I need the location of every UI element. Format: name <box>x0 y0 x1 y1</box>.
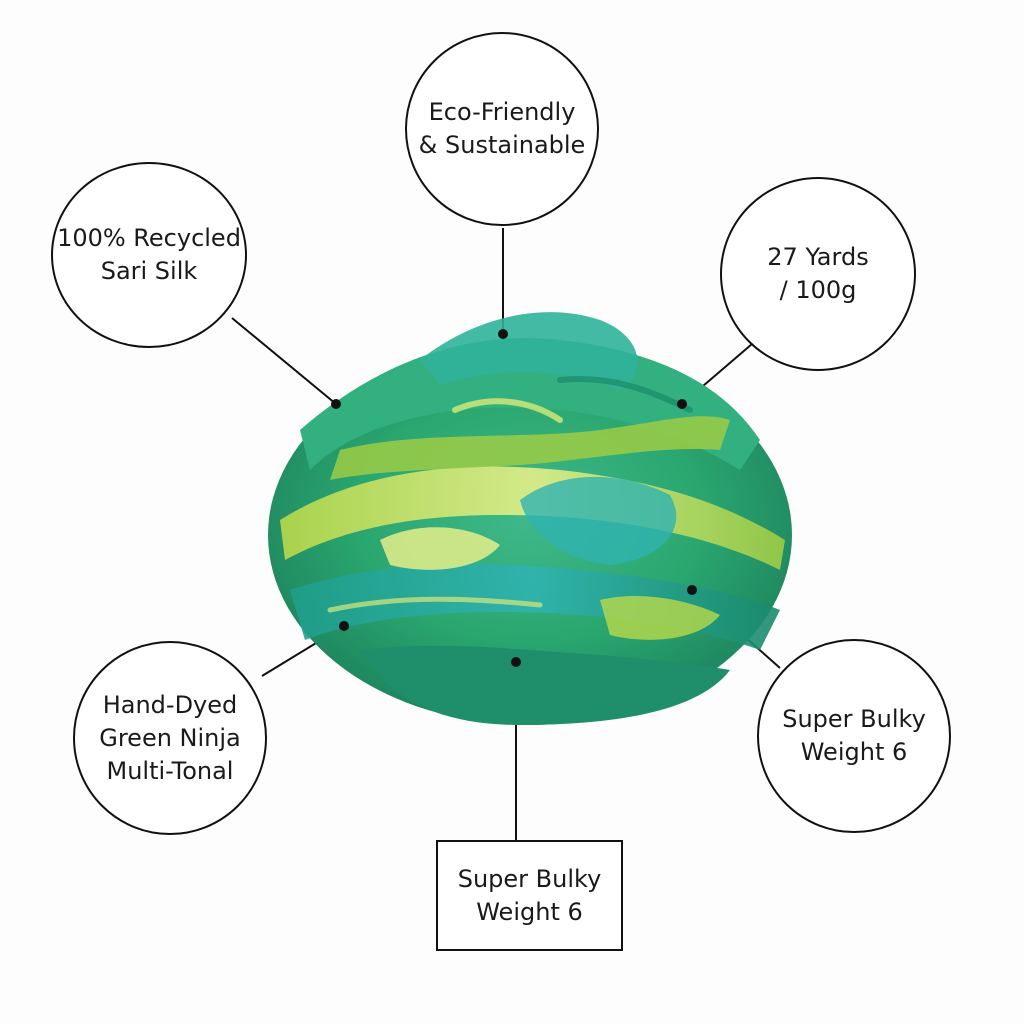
yarn-skein-icon <box>268 312 792 725</box>
callout-weight-circle: Super Bulky Weight 6 <box>757 639 951 833</box>
connector-dot-yards <box>677 399 687 409</box>
callout-recycled: 100% Recycled Sari Silk <box>51 162 247 348</box>
connector-dot-eco <box>498 329 508 339</box>
connector-dot-weight-box <box>511 657 521 667</box>
callout-weight-circle-text: Super Bulky Weight 6 <box>782 705 926 766</box>
callout-eco-text: Eco-Friendly & Sustainable <box>418 98 586 159</box>
callout-weight-box: Super Bulky Weight 6 <box>436 840 623 951</box>
callout-yards-text: 27 Yards / 100g <box>767 243 869 304</box>
callout-dyed: Hand-Dyed Green Ninja Multi-Tonal <box>73 641 267 835</box>
callout-weight-box-text: Super Bulky Weight 6 <box>457 864 602 926</box>
callout-eco: Eco-Friendly & Sustainable <box>405 32 599 226</box>
callout-dyed-text: Hand-Dyed Green Ninja Multi-Tonal <box>99 690 241 785</box>
callout-yards: 27 Yards / 100g <box>720 177 916 371</box>
connector-dot-weight-circle <box>687 585 697 595</box>
connector-line-recycled <box>231 317 337 405</box>
connector-dot-dyed <box>339 621 349 631</box>
callout-recycled-text: 100% Recycled Sari Silk <box>57 224 241 285</box>
connector-dot-recycled <box>331 399 341 409</box>
